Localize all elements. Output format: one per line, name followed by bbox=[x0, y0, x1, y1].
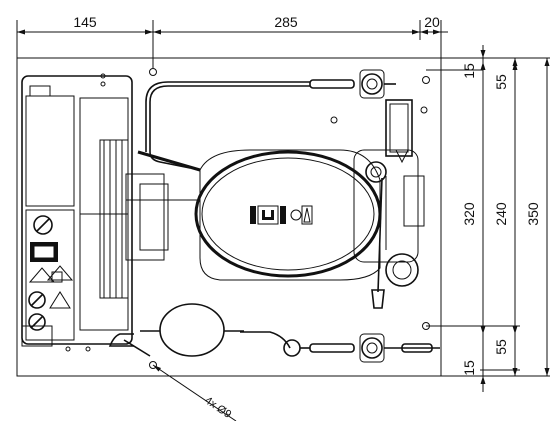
dim-right-15-bottom: 15 bbox=[461, 360, 477, 376]
right-dimension-lines bbox=[426, 45, 550, 392]
hole-callout-text: 4x Ø9 bbox=[202, 395, 233, 421]
base-plate bbox=[16, 57, 442, 377]
control-panel-symbols bbox=[28, 215, 74, 331]
bracket bbox=[125, 173, 200, 261]
start-relay-assembly bbox=[353, 99, 425, 309]
bottom-service-valve bbox=[283, 333, 440, 363]
compressor bbox=[194, 149, 382, 281]
dim-right-320: 320 bbox=[461, 202, 477, 226]
condenser-fan-unit bbox=[21, 75, 133, 347]
top-dimension-lines bbox=[16, 20, 448, 68]
dim-right-55-top: 55 bbox=[493, 74, 509, 90]
dim-top-285: 285 bbox=[274, 14, 298, 30]
dim-top-145: 145 bbox=[73, 14, 97, 30]
refrigerant-piping bbox=[108, 81, 310, 357]
mounting-holes bbox=[65, 68, 430, 369]
receiver-tank bbox=[140, 303, 244, 357]
dim-right-15-top: 15 bbox=[461, 63, 477, 79]
dim-right-55-bottom: 55 bbox=[493, 339, 509, 355]
dim-right-350: 350 bbox=[525, 202, 541, 226]
dim-top-20: 20 bbox=[424, 14, 440, 30]
top-service-valve bbox=[309, 69, 396, 99]
dim-right-240: 240 bbox=[493, 202, 509, 226]
hole-callout-leader bbox=[152, 364, 237, 421]
